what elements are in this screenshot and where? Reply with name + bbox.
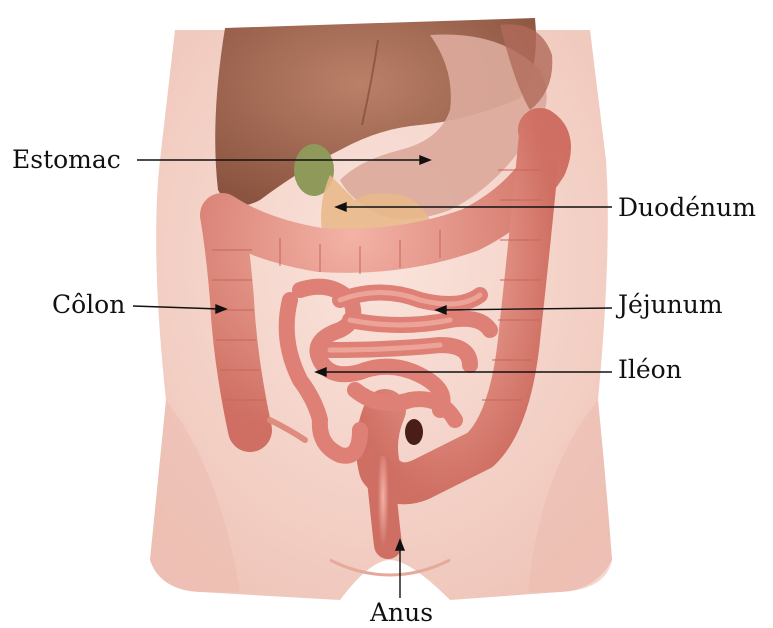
label-colon: Côlon xyxy=(52,292,125,317)
label-estomac: Estomac xyxy=(12,147,121,172)
label-anus: Anus xyxy=(370,600,433,625)
label-jejunum: Jéjunum xyxy=(618,292,723,317)
rectum-shadow xyxy=(405,419,423,445)
label-duodenum: Duodénum xyxy=(618,195,756,220)
label-ileon: Iléon xyxy=(618,357,682,382)
